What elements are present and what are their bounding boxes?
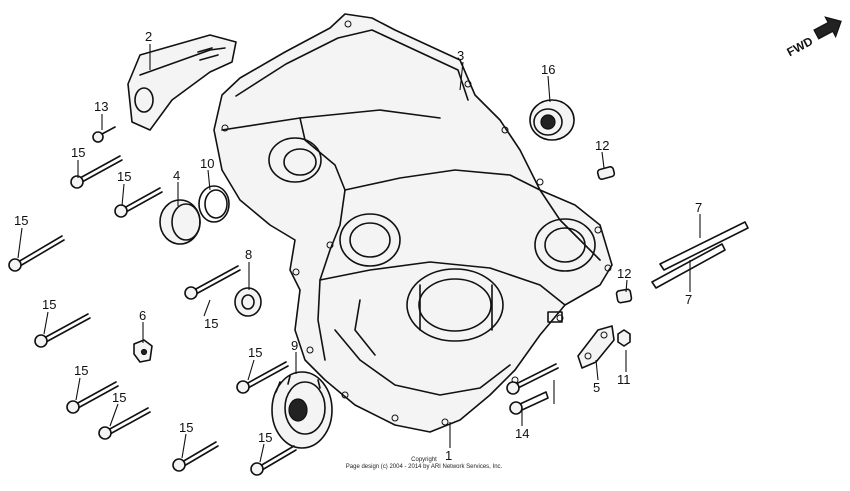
callout-15: 15 <box>117 169 131 184</box>
o-ring[interactable] <box>198 185 230 223</box>
bolt-15-h[interactable] <box>236 361 289 394</box>
callout-11: 11 <box>617 372 631 387</box>
dowel-pin-upper[interactable] <box>596 165 616 181</box>
clamp[interactable] <box>577 325 615 369</box>
dowel-pin-lower[interactable] <box>615 288 633 304</box>
callout-14: 14 <box>515 426 529 441</box>
callout-15: 15 <box>71 145 85 160</box>
callout-13: 13 <box>94 99 108 114</box>
fwd-label: FWD <box>784 34 815 59</box>
oil-seal[interactable] <box>234 287 262 317</box>
callout-15: 15 <box>204 316 218 331</box>
callout-12: 12 <box>617 266 631 281</box>
callout-3: 3 <box>457 48 464 63</box>
bearing[interactable] <box>529 99 575 141</box>
callout-15: 15 <box>112 390 126 405</box>
callout-8: 8 <box>245 247 252 262</box>
nut[interactable] <box>617 329 631 347</box>
callout-1: 1 <box>445 448 452 463</box>
bolt-14[interactable] <box>509 391 549 415</box>
bolt-15-k[interactable] <box>506 363 559 395</box>
bolt-15-e[interactable] <box>34 313 91 348</box>
long-rod-upper[interactable] <box>659 221 749 271</box>
callout-2: 2 <box>145 29 152 44</box>
bearing-hub[interactable] <box>271 371 333 449</box>
long-rod-lower[interactable] <box>651 243 726 289</box>
callout-15: 15 <box>42 297 56 312</box>
callout-4: 4 <box>173 168 180 183</box>
forward-direction-arrow: FWD <box>784 16 842 59</box>
callout-16: 16 <box>541 62 555 77</box>
callout-labels: 2 3 13 15 15 4 10 16 12 15 8 7 12 7 15 1… <box>14 29 702 463</box>
copyright-line-1: Copyright <box>411 457 437 463</box>
clip[interactable] <box>133 339 153 363</box>
bolt-15-b[interactable] <box>114 187 163 218</box>
bolt-15-c[interactable] <box>8 235 65 272</box>
callout-9: 9 <box>291 338 298 353</box>
callout-7: 7 <box>685 292 692 307</box>
callout-10: 10 <box>200 156 214 171</box>
bolt-15-f[interactable] <box>66 381 119 414</box>
callout-15: 15 <box>248 345 262 360</box>
washer-bolt[interactable] <box>92 126 116 143</box>
callout-12: 12 <box>595 138 609 153</box>
callout-15: 15 <box>258 430 272 445</box>
rear-case-cover[interactable] <box>213 13 613 433</box>
bolt-15-g[interactable] <box>98 407 151 440</box>
copyright-line-2: Page design (c) 2004 - 2014 by ARI Netwo… <box>346 464 503 470</box>
bolt-15-a[interactable] <box>70 155 123 189</box>
bolt-15-i[interactable] <box>172 441 219 472</box>
cover-plate[interactable] <box>127 34 237 131</box>
callout-15: 15 <box>179 420 193 435</box>
copyright-notice: Copyright Page design (c) 2004 - 2014 by… <box>346 457 503 470</box>
leader-lines <box>17 44 701 463</box>
callout-6: 6 <box>139 308 146 323</box>
callout-15: 15 <box>74 363 88 378</box>
callout-5: 5 <box>593 380 600 395</box>
cap[interactable] <box>159 199 201 245</box>
arrow-icon <box>813 16 842 40</box>
callout-7: 7 <box>695 200 702 215</box>
callout-15: 15 <box>14 213 28 228</box>
bolt-15-j[interactable] <box>250 445 297 476</box>
bolt-15-d[interactable] <box>184 265 241 300</box>
